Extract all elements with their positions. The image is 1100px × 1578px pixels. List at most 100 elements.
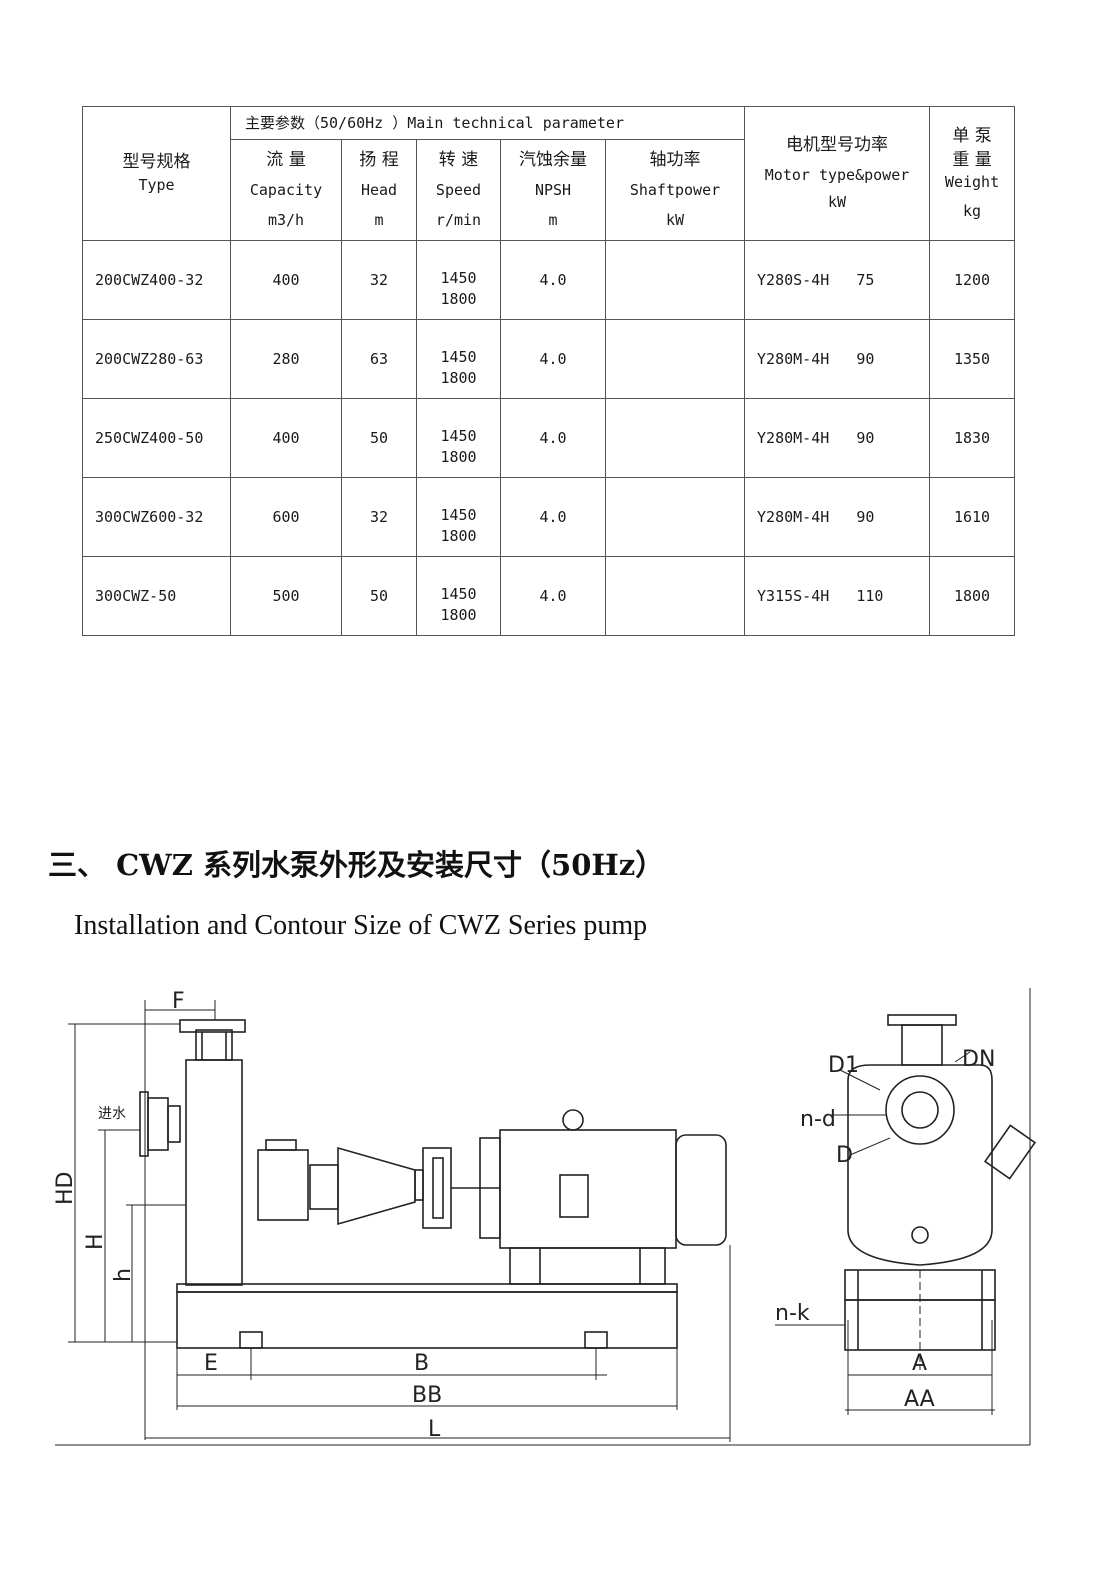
npsh-header-unit: m <box>548 211 558 229</box>
speed-value-2: 1800 <box>440 606 477 624</box>
cell-motor: Y280M-4H 90 <box>744 398 931 478</box>
speed-value-2: 1800 <box>440 527 477 545</box>
cell-capacity: 500 <box>230 556 342 636</box>
speed-value-2: 1800 <box>440 448 477 466</box>
cell-type: 300CWZ600-32 <box>82 477 231 557</box>
cell-speed: 1450 1800 <box>416 319 501 399</box>
type-header-en: Type <box>138 175 175 194</box>
section-subtitle: Installation and Contour Size of CWZ Ser… <box>74 910 648 941</box>
motor-header-cn: 电机型号功率 <box>786 135 889 156</box>
dim-label-A: A <box>912 1351 927 1376</box>
motor-header: 电机型号功率 Motor type&power kW <box>744 106 931 241</box>
pump-installation-drawing: F HD H h 进水 E B BB L D1 DN n-d D n-k A A… <box>53 988 1037 1446</box>
cell-npsh: 4.0 <box>500 319 606 399</box>
head-header-en: Head <box>360 181 398 199</box>
shaftpower-header-cn: 轴功率 <box>649 150 701 170</box>
speed-value-1: 1450 <box>440 269 477 287</box>
dim-label-AA: AA <box>904 1387 935 1412</box>
cell-shaftpower <box>604 240 746 320</box>
dim-label-h: h <box>111 1268 136 1282</box>
head-header: 扬 程 Head m <box>341 139 417 241</box>
dim-label-L: L <box>428 1417 441 1442</box>
cell-shaftpower <box>604 319 746 399</box>
cell-motor: Y315S-4H 110 <box>744 556 931 636</box>
cell-head: 50 <box>341 398 417 478</box>
cell-weight: 1800 <box>929 556 1016 636</box>
dim-label-B: B <box>414 1351 429 1376</box>
cell-motor: Y280M-4H 90 <box>744 319 931 399</box>
cell-type: 200CWZ400-32 <box>82 240 231 320</box>
cell-shaftpower <box>604 398 746 478</box>
cell-type: 200CWZ280-63 <box>82 319 231 399</box>
header-row-main: 型号规格 Type 主要参数（50/60Hz ）Main technical p… <box>82 106 1016 241</box>
dim-label-HD: HD <box>53 1172 78 1205</box>
cell-npsh: 4.0 <box>500 398 606 478</box>
cell-shaftpower <box>604 477 746 557</box>
weight-header-en: Weight <box>944 173 1000 192</box>
weight-header-cn-2: 重 量 <box>952 149 992 170</box>
shaftpower-header-en: Shaftpower <box>629 181 721 199</box>
cell-speed: 1450 1800 <box>416 477 501 557</box>
weight-header-unit: kg <box>962 202 982 221</box>
cell-head: 32 <box>341 240 417 320</box>
dim-label-D1: D1 <box>828 1053 859 1078</box>
cell-motor: Y280M-4H 90 <box>744 477 931 557</box>
capacity-header: 流 量 Capacity m3/h <box>230 139 342 241</box>
cell-type: 300CWZ-50 <box>82 556 231 636</box>
npsh-header: 汽蚀余量 NPSH m <box>500 139 606 241</box>
cell-motor: Y280S-4H 75 <box>744 240 931 320</box>
dim-label-H: H <box>83 1233 108 1250</box>
main-params-header: 主要参数（50/60Hz ）Main technical parameter <box>229 106 746 140</box>
cell-speed: 1450 1800 <box>416 240 501 320</box>
speed-value-1: 1450 <box>440 506 477 524</box>
cell-weight: 1350 <box>929 319 1016 399</box>
cell-capacity: 400 <box>230 398 342 478</box>
npsh-header-cn: 汽蚀余量 <box>519 150 587 170</box>
section-heading: 三、 CWZ 系列水泵外形及安装尺寸（50Hz） <box>48 848 665 882</box>
dim-label-nd: n-d <box>800 1107 836 1132</box>
type-header-cn: 型号规格 <box>122 152 191 173</box>
type-header: 型号规格 Type <box>82 106 231 241</box>
capacity-header-cn: 流 量 <box>266 150 306 170</box>
cell-head: 32 <box>341 477 417 557</box>
cell-weight: 1830 <box>929 398 1016 478</box>
shaftpower-header-unit: kW <box>665 211 685 229</box>
cell-speed: 1450 1800 <box>416 398 501 478</box>
speed-value-2: 1800 <box>440 290 477 308</box>
cell-npsh: 4.0 <box>500 556 606 636</box>
header-row-sub: 流 量 Capacity m3/h 扬 程 Head m 转 速 Speed r… <box>83 139 1015 241</box>
dim-label-E: E <box>204 1351 218 1376</box>
speed-header-unit: r/min <box>435 211 482 229</box>
spec-table: 型号规格 Type 主要参数（50/60Hz ）Main technical p… <box>82 106 1016 636</box>
dim-label-D: D <box>836 1143 853 1168</box>
dim-label-F: F <box>172 989 185 1014</box>
cell-capacity: 400 <box>230 240 342 320</box>
cell-weight: 1200 <box>929 240 1016 320</box>
cell-head: 63 <box>341 319 417 399</box>
cell-capacity: 600 <box>230 477 342 557</box>
cell-shaftpower <box>604 556 746 636</box>
dim-label-inlet: 进水 <box>98 1106 126 1122</box>
speed-header-en: Speed <box>435 181 482 199</box>
weight-header: 单 泵 重 量 Weight kg <box>929 106 1016 241</box>
speed-value-1: 1450 <box>440 348 477 366</box>
head-header-cn: 扬 程 <box>359 150 399 170</box>
cell-capacity: 280 <box>230 319 342 399</box>
capacity-header-en: Capacity <box>249 181 323 199</box>
dim-label-DN: DN <box>962 1047 995 1072</box>
cell-speed: 1450 1800 <box>416 556 501 636</box>
cell-type: 250CWZ400-50 <box>82 398 231 478</box>
speed-header-cn: 转 速 <box>438 150 479 170</box>
speed-value-1: 1450 <box>440 585 477 603</box>
speed-header: 转 速 Speed r/min <box>416 139 501 241</box>
speed-value-2: 1800 <box>440 369 477 387</box>
npsh-header-en: NPSH <box>534 181 572 199</box>
shaftpower-header: 轴功率 Shaftpower kW <box>604 139 746 241</box>
cell-npsh: 4.0 <box>500 477 606 557</box>
speed-value-1: 1450 <box>440 427 477 445</box>
dim-label-nk: n-k <box>775 1301 810 1326</box>
